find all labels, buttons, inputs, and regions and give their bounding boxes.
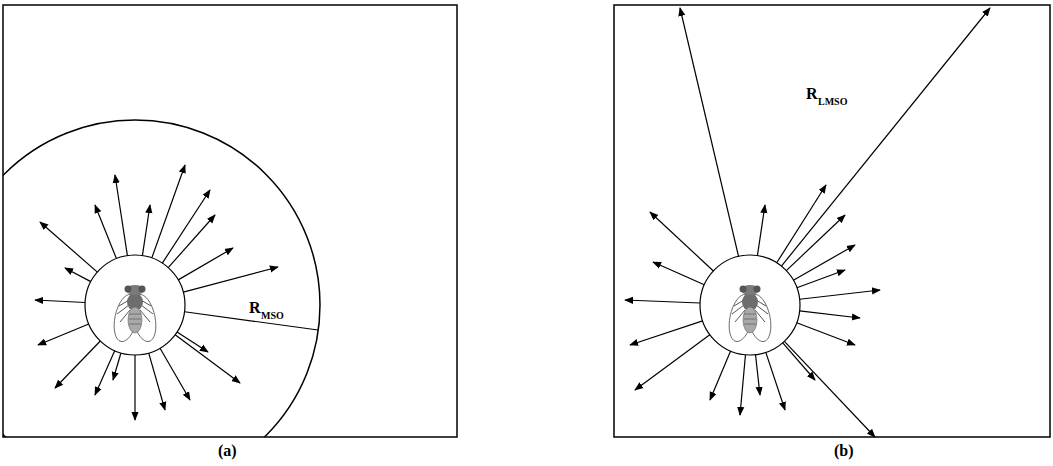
radius-label: R xyxy=(249,300,261,316)
signal-arrow xyxy=(766,352,785,410)
panel-caption: (a) xyxy=(218,443,237,459)
signal-arrow xyxy=(162,190,210,263)
signal-arrow xyxy=(95,205,116,259)
panel-frame xyxy=(3,5,457,437)
panel-caption: (b) xyxy=(834,443,854,459)
fly xyxy=(110,285,159,344)
signal-arrow xyxy=(650,212,713,271)
radius-subscript: LMSO xyxy=(818,97,847,107)
signal-arrow xyxy=(160,348,190,400)
signal-arrow xyxy=(134,355,135,420)
signal-arrow xyxy=(177,332,208,352)
signal-arrow xyxy=(800,290,880,299)
signal-arrow xyxy=(152,165,185,258)
signal-arrow xyxy=(113,353,121,380)
signal-arrow xyxy=(800,311,860,318)
signal-arrow xyxy=(777,185,826,263)
signal-arrow xyxy=(710,351,731,400)
signal-arrow xyxy=(783,343,815,380)
signal-arrow xyxy=(797,323,855,345)
fly-circle xyxy=(700,255,800,355)
radius-label: R xyxy=(806,86,818,102)
signal-arrow xyxy=(635,335,710,390)
signal-arrow xyxy=(625,300,700,303)
fly xyxy=(725,285,774,344)
signal-arrow xyxy=(178,248,233,280)
signal-arrow xyxy=(65,268,91,282)
signal-arrow xyxy=(784,341,875,437)
signal-arrow xyxy=(756,355,760,395)
signal-arrow xyxy=(680,8,739,256)
signal-arrow xyxy=(740,355,745,415)
signal-arrow xyxy=(38,324,89,345)
signal-arrow xyxy=(175,335,240,383)
signal-arrow xyxy=(40,222,97,272)
signal-arrow xyxy=(653,262,704,285)
signal-arrow xyxy=(781,8,990,266)
signal-arrow xyxy=(35,300,85,303)
signal-arrow xyxy=(183,267,278,292)
signal-arrow xyxy=(115,175,127,256)
signal-arrow xyxy=(149,353,165,410)
signal-arrow xyxy=(757,205,765,256)
panel-frame xyxy=(614,5,1050,437)
signal-arrow xyxy=(797,270,845,288)
signal-arrow xyxy=(630,321,703,345)
signal-arrow xyxy=(168,215,215,268)
signal-arrow xyxy=(142,205,150,256)
fly-circle xyxy=(85,255,185,355)
signal-arrow xyxy=(55,341,100,388)
range-circle xyxy=(3,120,320,437)
signal-arrow xyxy=(95,351,115,395)
radius-subscript: MSO xyxy=(261,311,284,321)
signal-arrow xyxy=(793,245,855,280)
